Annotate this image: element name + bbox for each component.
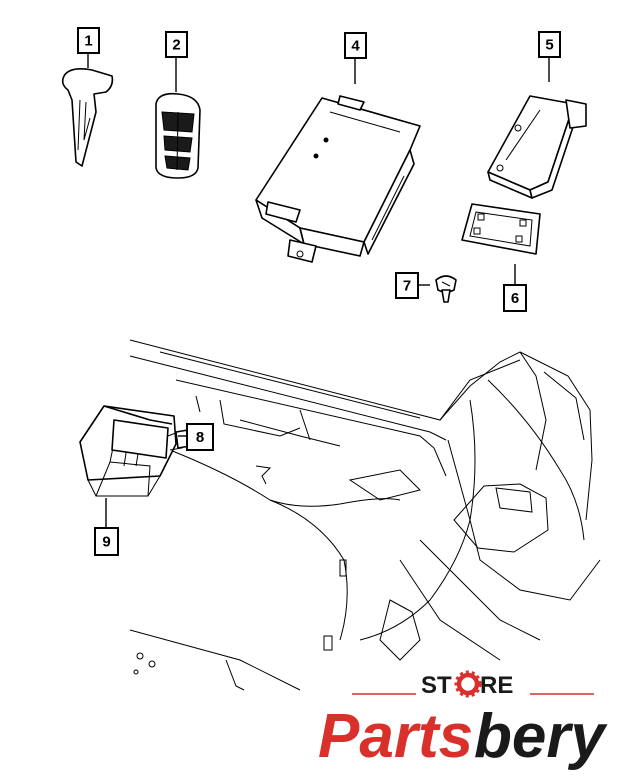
logo-store-prefix: ST [421, 672, 452, 699]
store-partsbery-logo: ST RE Parts bery [318, 670, 608, 771]
callout-1: 1 [77, 27, 100, 54]
part-9-receiver-module [79, 405, 183, 497]
callout-5: 5 [538, 31, 561, 58]
logo-store-suffix: RE [480, 672, 513, 699]
callout-9-label: 9 [102, 534, 110, 551]
logo-gear-icon [454, 670, 482, 698]
callout-5-label: 5 [545, 37, 553, 54]
part-6-mounting-bracket [461, 203, 541, 255]
logo-brand-red: Parts [318, 702, 473, 771]
callout-8-label: 8 [196, 429, 204, 446]
vehicle-body-section [129, 339, 601, 691]
callout-4: 4 [344, 32, 367, 59]
callout-7-label: 7 [403, 278, 411, 295]
callout-6: 6 [503, 284, 527, 312]
part-2-key-fob [155, 92, 201, 179]
callout-6-label: 6 [511, 290, 519, 307]
part-1-key-blade [61, 68, 114, 167]
callout-2: 2 [165, 31, 188, 58]
part-7-screw [435, 275, 457, 303]
callout-4-label: 4 [351, 38, 360, 55]
part-5-sensor-module [487, 95, 587, 199]
callout-2-label: 2 [172, 37, 180, 54]
callout-1-label: 1 [84, 33, 92, 50]
callout-8: 8 [186, 423, 214, 451]
callout-9: 9 [94, 527, 119, 556]
callout-7: 7 [395, 272, 419, 299]
logo-brand-dark: bery [474, 702, 608, 771]
leader-lines [87, 53, 550, 528]
part-4-control-module [255, 95, 421, 263]
